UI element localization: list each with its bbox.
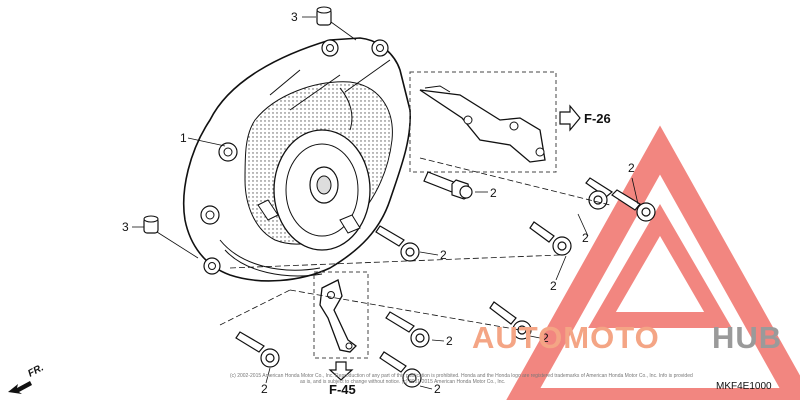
bolt-9 [379, 351, 422, 388]
callout-bolt-3: 2 [582, 231, 589, 245]
dowel-left [143, 215, 159, 234]
bolt-1 [423, 171, 473, 200]
callout-bolt-8: 2 [261, 382, 268, 396]
callout-bolt-5: 2 [550, 279, 557, 293]
ref-arrow-f26 [559, 104, 581, 132]
bolt-8 [235, 331, 280, 368]
callout-bolt-4: 2 [440, 248, 447, 262]
bracket-lower-ref-box [313, 271, 369, 359]
front-direction-label: FR. [26, 362, 45, 379]
watermark-text-automoto: AUTOMOTO [472, 320, 660, 355]
callout-bolt-7: 2 [542, 331, 549, 345]
ref-label-f26: F-26 [584, 111, 611, 126]
callout-bolt-6: 2 [446, 334, 453, 348]
dowel-top [316, 6, 332, 26]
callout-bolt-9: 2 [434, 382, 441, 396]
bolts [235, 171, 656, 388]
callout-cover: 1 [180, 131, 187, 145]
bolt-5 [529, 221, 572, 256]
ref-arrow-f45 [328, 361, 354, 381]
side-cover-illustration [182, 37, 411, 282]
watermark-text-hub: HUB [712, 320, 782, 355]
bolt-7 [489, 301, 532, 340]
front-direction-arrow-icon [8, 381, 32, 394]
bracket-upper-ref-box [409, 71, 557, 173]
copyright-line-2: as is, and is subject to change without … [300, 379, 505, 385]
watermark-triangle [506, 125, 800, 400]
diagram-code: MKF4E1000 [716, 381, 772, 392]
bolt-3 [611, 189, 656, 222]
callout-bolt-2: 2 [628, 161, 635, 175]
bolt-2 [585, 177, 614, 210]
bolt-4 [375, 225, 420, 262]
callout-dowel-top: 3 [291, 10, 298, 24]
ref-label-f45: F-45 [329, 382, 356, 397]
bolt-6 [385, 311, 430, 348]
copyright-line-1: (c) 2002-2015 American Honda Motor Co., … [230, 373, 693, 379]
leader-lines [132, 16, 639, 390]
callout-dowel-left: 3 [122, 220, 129, 234]
callout-bolt-1: 2 [490, 186, 497, 200]
